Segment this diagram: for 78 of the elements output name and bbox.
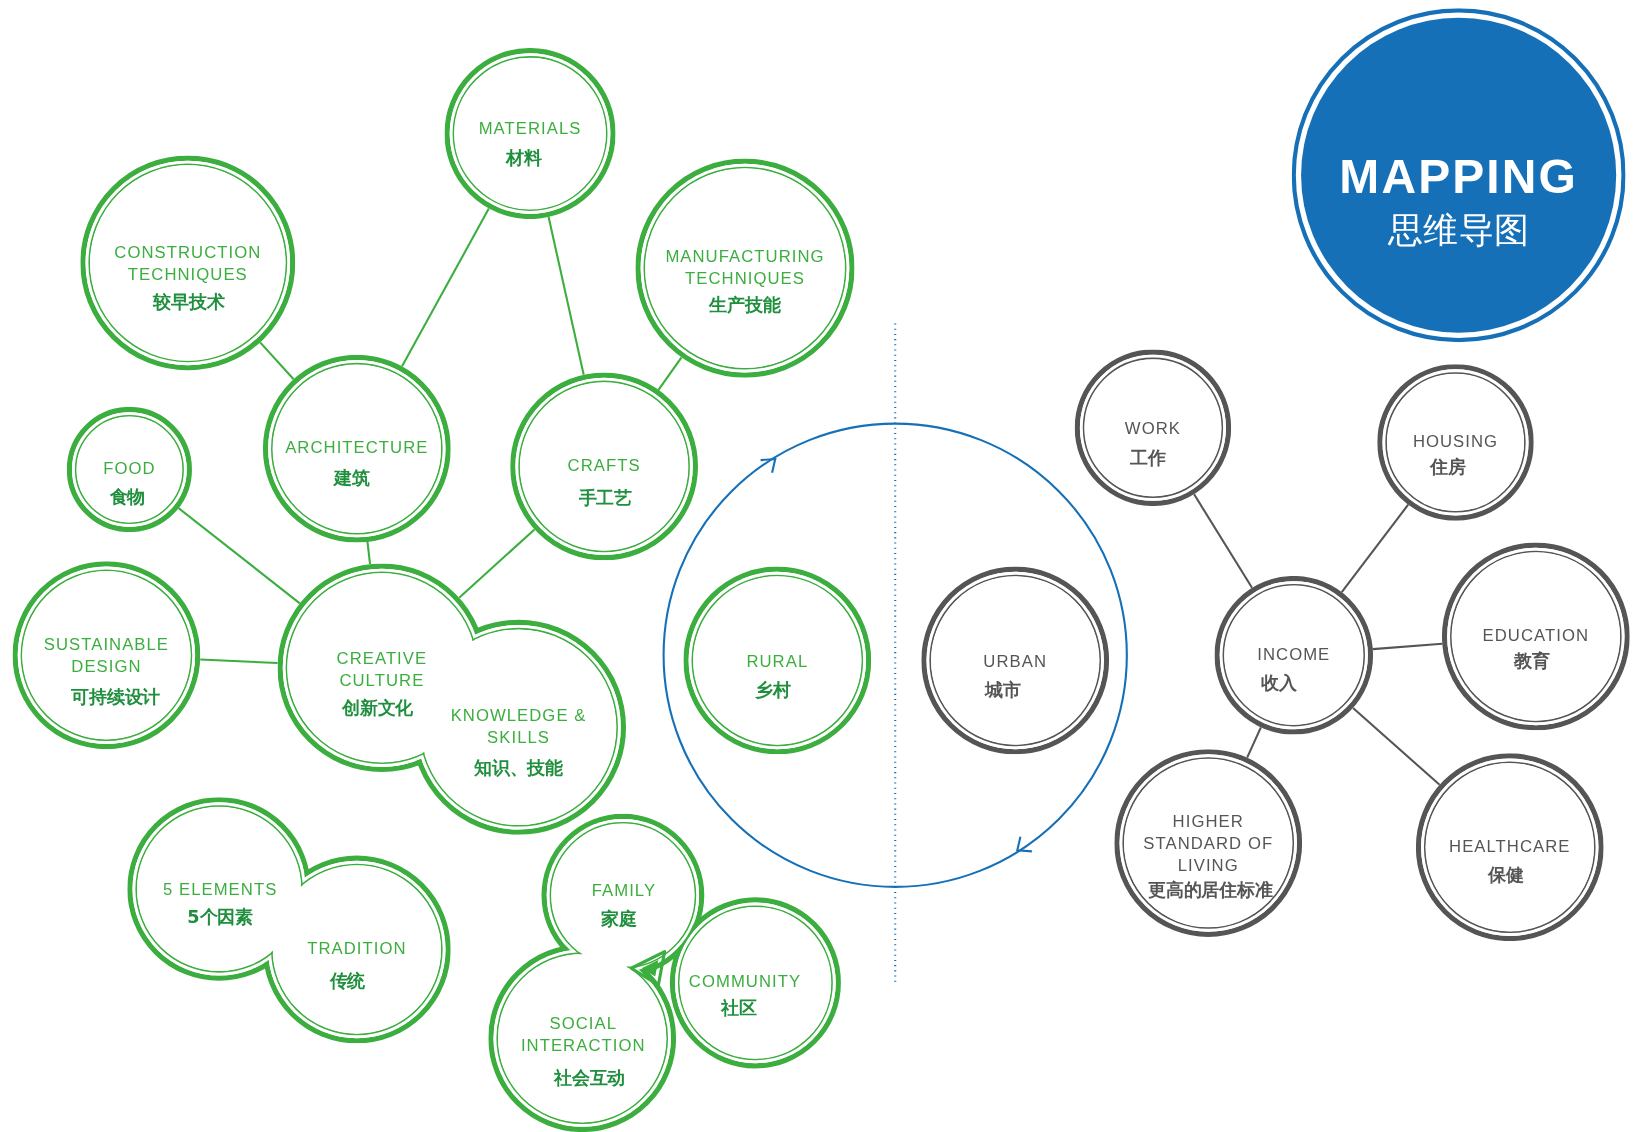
circle-node [510,372,698,561]
connector-line [366,541,372,565]
chinese-label: 建筑 [332,466,371,490]
chinese-label: 思维导图 [1386,207,1531,253]
chinese-label: 收入 [1260,670,1298,694]
chinese-label: 社会互动 [552,1066,626,1090]
circle-node [921,566,1110,755]
node-label: 5 ELEMENTS [162,879,279,900]
node-label: CONSTRUCTION TECHNIQUES [113,242,263,285]
node-label: KNOWLEDGE & SKILLS [449,705,588,748]
node-label: SOCIAL INTERACTION [519,1013,647,1056]
connector-line [1246,726,1262,759]
circle-node [12,561,201,750]
chinese-label: 家庭 [600,907,638,931]
circle-node [1377,364,1534,521]
node-label: WORK [1123,418,1182,439]
connector-line [1340,504,1409,593]
circle-node [444,48,616,220]
chinese-label: 材料 [504,146,543,170]
node-label: EDUCATION [1481,625,1591,647]
title-text: MAPPING [1338,148,1579,206]
chinese-label: 较早技术 [151,290,226,314]
title-circle [1291,8,1626,343]
chinese-label: 生产技能 [708,293,782,317]
chinese-label: 工作 [1128,446,1167,470]
node-label: FAMILY [590,880,658,901]
node-label: ARCHITECTURE [284,437,430,459]
chinese-label: 5个因素 [186,905,254,929]
circle-node [80,155,296,371]
node-label: TRADITION [306,938,408,960]
node-label: URBAN [982,651,1048,673]
connector-line [259,341,295,380]
node-label: CREATIVE CULTURE [335,648,429,691]
node-label: SUSTAINABLE DESIGN [42,634,171,678]
chinese-label: 城市 [983,678,1022,702]
node-label: HOUSING [1411,431,1500,453]
circle-node [1441,542,1630,731]
node-label: RURAL [745,651,810,673]
node-label: INCOME [1256,644,1332,666]
chinese-label: 知识、技能 [473,756,564,780]
chinese-label: 可持续设计 [70,685,162,709]
chinese-label: 创新文化 [341,695,415,719]
chinese-label: 社区 [719,996,758,1020]
circle-node [635,158,855,378]
cloud-node [277,563,626,835]
node-label: COMMUNITY [687,971,803,992]
circle-node [1415,753,1604,942]
circle-node [683,566,872,755]
circle-node [66,406,192,533]
connector-line [200,658,278,665]
chinese-label: 手工艺 [577,486,633,510]
chinese-label: 教育 [1512,648,1551,672]
connector-line [401,208,490,367]
node-label: MATERIALS [477,118,583,140]
node-label: HIGHER STANDARD OF LIVING [1142,811,1275,876]
connector-line [1193,493,1253,589]
cloud-node [488,813,841,1132]
chinese-label: 食物 [108,485,147,509]
node-label: HEALTHCARE [1448,836,1572,858]
chinese-label: 住房 [1428,454,1467,478]
node-label: FOOD [102,458,157,480]
node-label: CRAFTS [566,455,642,477]
chinese-label: 乡村 [754,678,792,702]
chinese-label: 更高的居住标准 [1147,878,1274,902]
chinese-label: 保健 [1486,862,1525,886]
circle-node [1214,575,1374,735]
connector-line [657,356,683,391]
connector-line [1372,642,1443,651]
circle-node [1114,749,1303,937]
cloud-node [127,797,451,1044]
node-label: MANUFACTURING TECHNIQUES [664,246,826,289]
chinese-label: 传统 [328,969,367,993]
circle-node [1074,349,1232,507]
connector-line [177,507,301,605]
connector-line [458,528,536,599]
connector-line [547,216,585,375]
connector-line [1352,707,1441,786]
circle-node [262,354,451,543]
